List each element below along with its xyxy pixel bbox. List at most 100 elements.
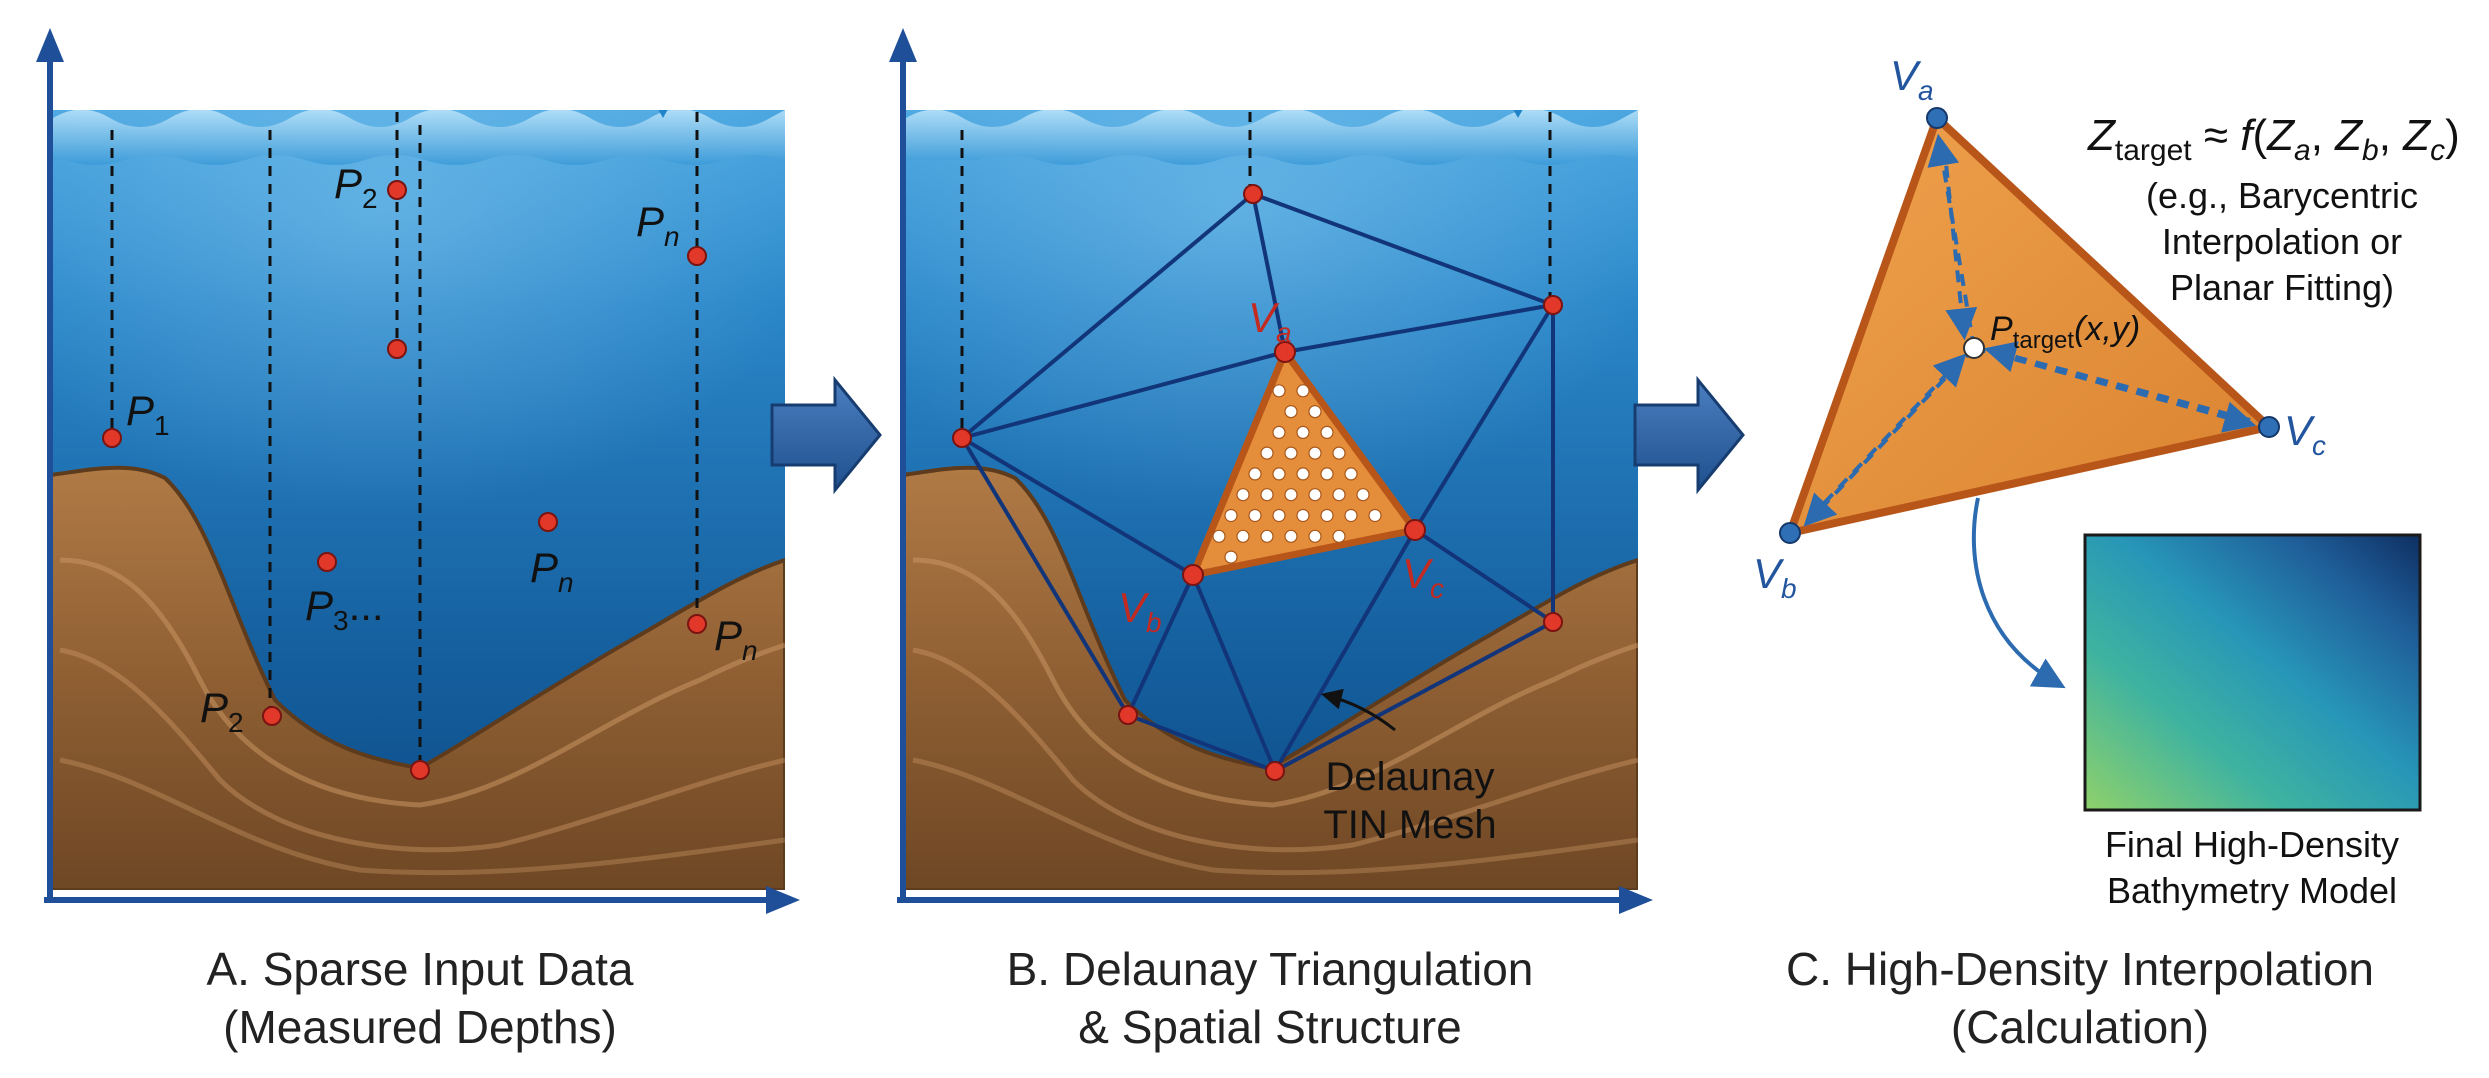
interpolation-dot: [1272, 467, 1286, 481]
bathymetry-model-thumbnail: [2083, 533, 2422, 812]
vertex-va: [1274, 341, 1296, 363]
interpolation-dot: [1308, 529, 1322, 543]
vertex-va: [1926, 107, 1948, 129]
x-axis-arrow-icon: [1619, 886, 1653, 914]
panel-a: P1 P2 Pn P3... Pn P2 Pn: [36, 28, 800, 914]
interpolation-dot: [1344, 508, 1358, 523]
label-vb: Vb: [1753, 550, 1797, 604]
mesh-vertex: [1543, 295, 1563, 315]
interpolation-dot: [1296, 467, 1310, 481]
point-pn-right: [687, 614, 707, 634]
label-va: Va: [1248, 294, 1292, 348]
mesh-label: TIN Mesh: [1323, 803, 1496, 847]
interpolation-dot: [1296, 384, 1310, 398]
interpolation-dot: [1260, 446, 1274, 460]
interpolation-dot: [1344, 467, 1358, 481]
interpolation-dot: [1320, 508, 1334, 523]
flow-arrow-icon: [1633, 375, 1745, 495]
point-bottom: [410, 760, 430, 780]
panel-c-vertex-labels: Va Vb Vc: [1753, 52, 2326, 604]
output-arrow-icon: [1971, 497, 2066, 689]
label-vb: Vb: [1118, 584, 1162, 638]
target-label: Ptarget(x,y): [1990, 310, 2140, 354]
target-point: [1963, 337, 1985, 359]
interpolation-dot: [1320, 425, 1334, 439]
formula: Ztarget ≈ f(Za, Zb, Zc): [2087, 111, 2460, 167]
interpolation-dot: [1248, 467, 1262, 481]
vertex-vc: [1404, 519, 1426, 541]
point-pn-mid: [538, 512, 558, 532]
mesh-vertex: [1265, 761, 1285, 781]
label-vc: Vc: [1402, 550, 1444, 604]
panel-b-labels: Va Vb Vc: [1118, 294, 1444, 638]
panel-c: Va Vb Vc Ptarget(x,y) Ztarget ≈ f(Za, Zb…: [1753, 52, 2460, 911]
interpolation-dot: [1356, 488, 1370, 502]
label-p3: P3...: [305, 582, 384, 636]
label-p2-bottom: P2: [200, 684, 244, 738]
interpolation-dot: [1308, 488, 1322, 502]
caption-line: B. Delaunay Triangulation: [1006, 943, 1534, 995]
note-line: Planar Fitting): [2170, 267, 2394, 308]
caption-panel-b: B. Delaunay Triangulation & Spatial Stru…: [890, 940, 1650, 1056]
note-line: (e.g., Barycentric: [2146, 175, 2418, 216]
seabed-layer: [912, 557, 1638, 808]
model-label-line: Bathymetry Model: [2107, 870, 2397, 911]
interpolation-dot: [1272, 384, 1286, 398]
mesh-vertex: [1543, 612, 1563, 632]
model-label-line: Final High-Density: [2105, 824, 2399, 865]
interpolation-dot: [1332, 446, 1346, 460]
interpolation-dot: [1260, 529, 1274, 543]
interpolation-dot: [1212, 529, 1226, 543]
vertex-vb: [1779, 522, 1801, 544]
water-level-marker-icon: [658, 110, 668, 118]
interpolation-dot: [1272, 508, 1286, 523]
x-axis-arrow-icon: [766, 886, 800, 914]
point-pn-top: [687, 246, 707, 266]
label-pn-mid: Pn: [530, 544, 574, 598]
label-va: Va: [1890, 52, 1934, 106]
seabed-layer: [59, 647, 785, 853]
seabed-layer: [59, 757, 785, 876]
highlighted-triangle: [1189, 348, 1419, 579]
vertex-vc: [2258, 416, 2280, 438]
seabed-layer: [59, 557, 785, 808]
water-waves: [50, 110, 785, 165]
mesh-label: Delaunay: [1325, 755, 1494, 799]
interpolation-dot: [1272, 425, 1286, 439]
vertex-vb: [1182, 564, 1204, 586]
y-axis-arrow-icon: [889, 28, 917, 62]
panel-a-labels: P1 P2 Pn P3... Pn P2 Pn: [126, 160, 758, 738]
interpolation-dot: [1296, 425, 1310, 439]
panel-a-axes: [36, 28, 800, 914]
interpolation-dot: [1332, 529, 1346, 543]
point-p2-bottom: [262, 706, 282, 726]
water-waves: [903, 110, 1638, 165]
flow-arrow-icon: [770, 375, 882, 495]
caption-line: (Measured Depths): [223, 1001, 617, 1053]
seabed: [50, 465, 785, 890]
mesh-vertices: [952, 184, 1563, 781]
caption-line: C. High-Density Interpolation: [1785, 943, 2375, 995]
measurement-lines: [960, 112, 1552, 432]
interpolation-dot: [1284, 529, 1298, 543]
caption-line: & Spatial Structure: [1078, 1001, 1462, 1053]
interpolation-dot: [1236, 529, 1250, 543]
caption-line: (Calculation): [1950, 1001, 2210, 1053]
caption-panel-a: A. Sparse Input Data (Measured Depths): [60, 940, 780, 1056]
water-level-marker-icon: [1513, 110, 1523, 118]
seabed-layer: [912, 647, 1638, 853]
measured-points: [102, 180, 707, 780]
interpolation-dot: [1332, 488, 1346, 502]
mesh-pointer-arrow-icon: [1320, 688, 1396, 732]
interpolation-dot: [1260, 488, 1274, 502]
note-line: Interpolation or: [2162, 221, 2402, 262]
mesh-vertex: [952, 428, 972, 448]
interpolation-dot: [1284, 405, 1298, 419]
point-p2-top: [387, 180, 407, 200]
y-axis-arrow-icon: [36, 28, 64, 62]
caption-panel-c: C. High-Density Interpolation (Calculati…: [1700, 940, 2460, 1056]
seabed-layer: [912, 757, 1638, 876]
panel-b: Delaunay TIN Mesh Va Vb Vc: [889, 28, 1653, 914]
interpolation-dot: [1224, 550, 1238, 564]
label-pn-top: Pn: [636, 198, 680, 252]
